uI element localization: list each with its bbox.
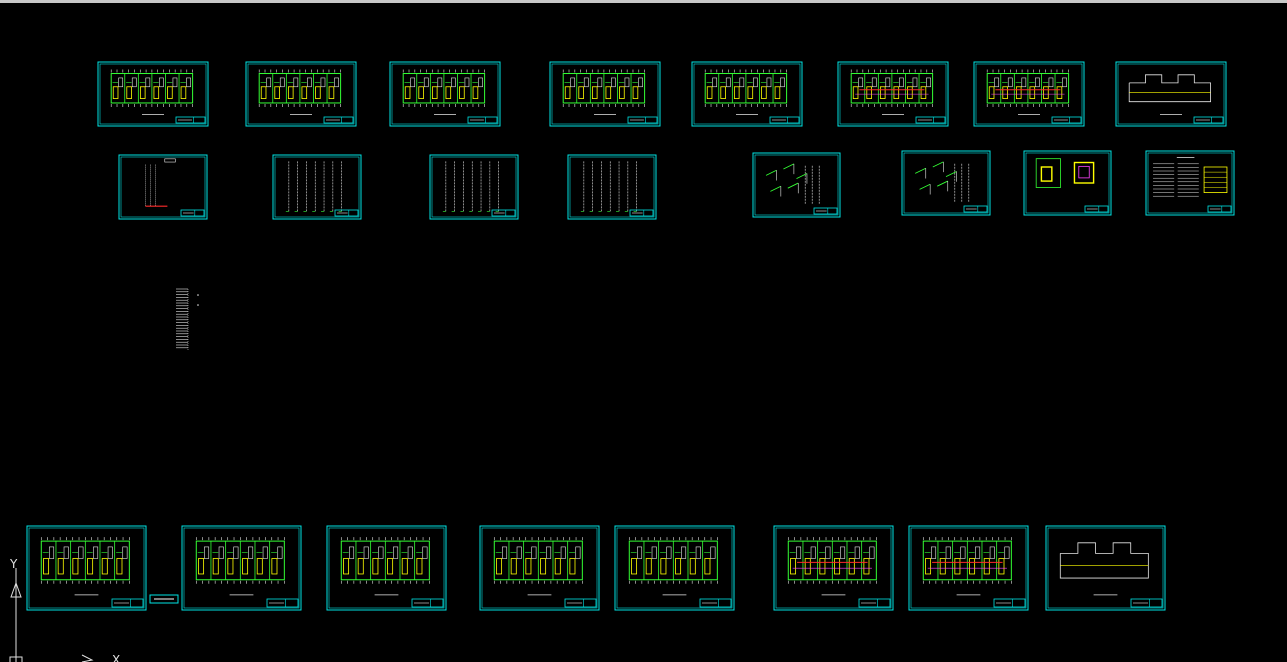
- drawing-sheet-row3-8[interactable]: [1045, 525, 1166, 611]
- drawing-sheet-row1-7[interactable]: [973, 61, 1085, 127]
- drawing-sheet-row3-2[interactable]: [181, 525, 302, 611]
- drawing-sheet-row1-4[interactable]: [549, 61, 661, 127]
- drawing-sheet-row2-6[interactable]: [901, 150, 991, 216]
- drawing-sheet-row1-5[interactable]: [691, 61, 803, 127]
- drawing-sheet-row2-7[interactable]: [1023, 150, 1112, 216]
- top-toolbar-edge: [0, 0, 1287, 3]
- drawing-sheets: [26, 61, 1235, 611]
- drawing-sheet-row1-6[interactable]: [837, 61, 949, 127]
- drawing-sheet-row1-3[interactable]: [389, 61, 501, 127]
- drawing-sheet-row1-8[interactable]: [1115, 61, 1227, 127]
- drawing-sheet-row1-1[interactable]: [97, 61, 209, 127]
- drawing-sheet-row2-3[interactable]: [429, 154, 519, 220]
- drawing-sheet-row2-1[interactable]: [118, 154, 208, 220]
- drawing-sheet-row2-5[interactable]: [752, 152, 841, 218]
- stray-dimension-column[interactable]: [176, 288, 199, 351]
- ucs-x-label: X: [112, 653, 120, 662]
- drawing-sheet-row3-7[interactable]: [908, 525, 1029, 611]
- drawing-sheet-row3-4[interactable]: [479, 525, 600, 611]
- drawing-sheet-row1-2[interactable]: [245, 61, 357, 127]
- small-label-block[interactable]: [149, 594, 179, 604]
- drawing-sheet-row3-3[interactable]: [326, 525, 447, 611]
- drawing-sheet-row3-1[interactable]: [26, 525, 147, 611]
- drawing-sheet-row3-5[interactable]: [614, 525, 735, 611]
- ucs-axis-icon: Y X: [9, 557, 120, 662]
- model-space-canvas[interactable]: Y X: [0, 3, 1287, 662]
- ucs-y-label: Y: [9, 557, 18, 571]
- drawing-sheet-row2-4[interactable]: [567, 154, 657, 220]
- drawing-sheet-row2-8[interactable]: [1145, 150, 1235, 216]
- drawing-sheet-row2-2[interactable]: [272, 154, 362, 220]
- drawing-sheet-row3-6[interactable]: [773, 525, 894, 611]
